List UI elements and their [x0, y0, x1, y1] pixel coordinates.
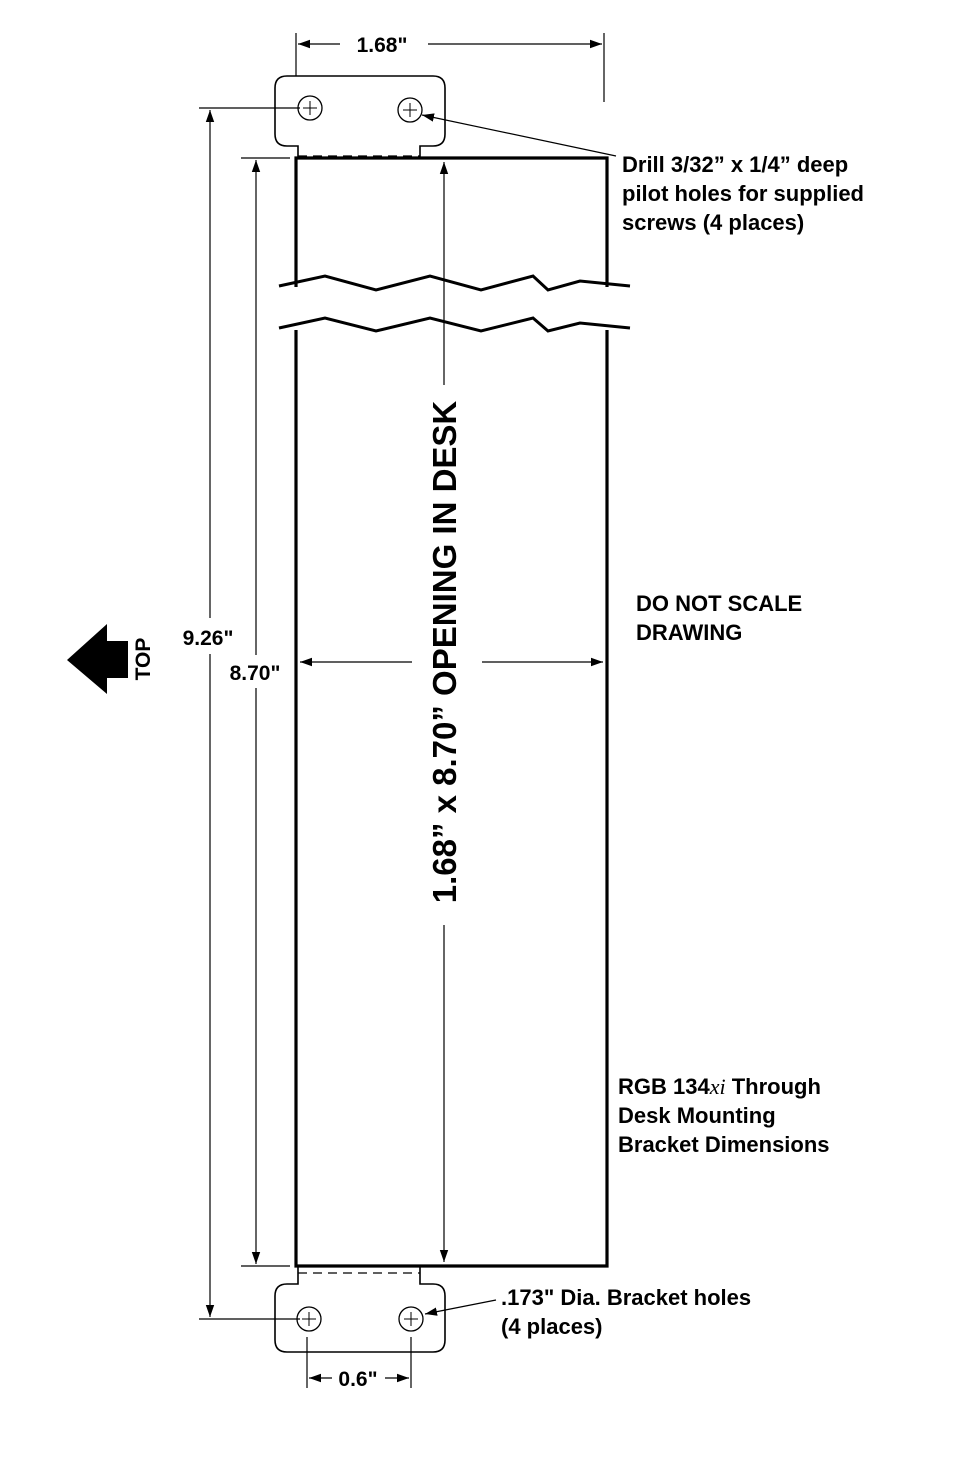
do-not-scale-note: DO NOT SCALE DRAWING [636, 591, 802, 645]
bottom-right-hole [399, 1307, 423, 1331]
drill-note-leader [422, 115, 616, 156]
left-arrow-icon [67, 624, 128, 694]
bracket-holes-line-2: (4 places) [501, 1314, 603, 1339]
break-line-upper [279, 276, 630, 290]
bracket-holes-line-1: .173" Dia. Bracket holes [501, 1285, 751, 1310]
top-bracket-tab [275, 76, 445, 157]
bottom-left-hole [297, 1307, 321, 1331]
do-not-scale-line-2: DRAWING [636, 620, 742, 645]
overall-height-dimension: 9.26" [183, 108, 300, 1319]
drawing-title: RGB 134xi Through Desk Mounting Bracket … [618, 1074, 830, 1157]
model-suffix: xi [709, 1074, 726, 1099]
width-dimension-label: 1.68" [357, 34, 408, 57]
bracket-holes-note: .173" Dia. Bracket holes (4 places) [501, 1285, 751, 1339]
bracket-holes-leader [425, 1300, 496, 1314]
drill-note-line-1: Drill 3/32” x 1/4” deep [622, 152, 848, 177]
title-line-1: RGB 134xi Through [618, 1074, 821, 1099]
opening-label: 1.68” x 8.70” OPENING IN DESK [426, 401, 463, 904]
bottom-bracket-tab [275, 1266, 445, 1352]
top-arrow-label: TOP [132, 638, 155, 681]
width-dimension: 1.68" [296, 33, 604, 102]
overall-height-label: 9.26" [183, 627, 234, 650]
title-line-3: Bracket Dimensions [618, 1132, 830, 1157]
opening-height-dimension: 8.70" [230, 158, 290, 1266]
top-left-hole [298, 96, 322, 120]
hole-spacing-dimension: 0.6" [307, 1337, 411, 1391]
top-direction-arrow: TOP [67, 624, 155, 694]
do-not-scale-line-1: DO NOT SCALE [636, 591, 802, 616]
title-line-2: Desk Mounting [618, 1103, 776, 1128]
top-right-hole [398, 98, 422, 122]
drill-note-line-3: screws (4 places) [622, 210, 804, 235]
hole-spacing-label: 0.6" [338, 1368, 377, 1391]
opening-height-label: 8.70" [230, 662, 281, 685]
drill-note-line-2: pilot holes for supplied [622, 181, 864, 206]
drill-note: Drill 3/32” x 1/4” deep pilot holes for … [622, 152, 864, 235]
break-line-lower [279, 318, 630, 331]
